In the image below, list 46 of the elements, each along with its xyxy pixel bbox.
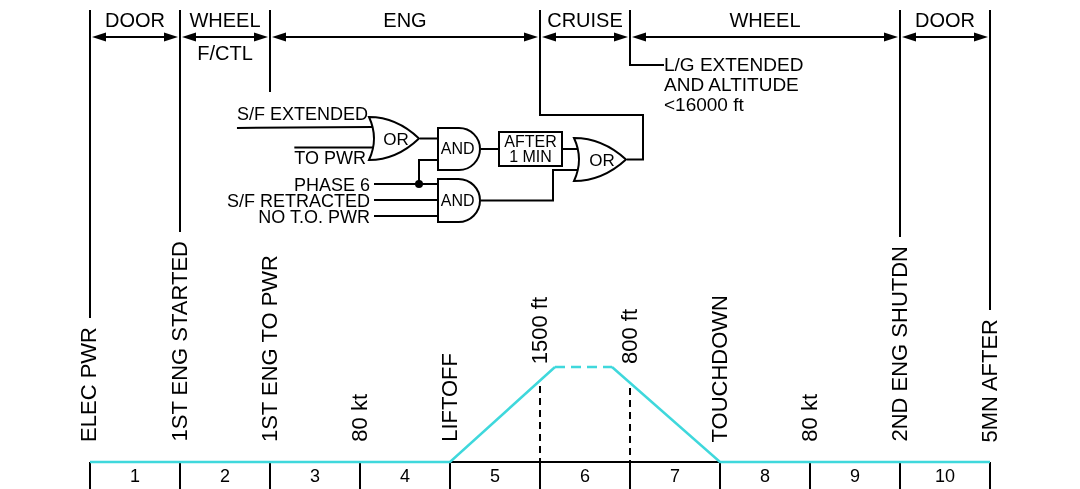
event-label: LIFTOFF <box>438 353 462 442</box>
event-label: 2ND ENG SHUTDN <box>888 246 912 442</box>
event-label: 1500 ft <box>528 297 552 365</box>
phase-label: F/CTL <box>197 42 253 64</box>
signal-label: S/F EXTENDED <box>236 103 368 128</box>
signal-line <box>373 199 438 201</box>
signal-label: NO T.O. PWR <box>258 208 374 225</box>
phase-number: 10 <box>935 466 956 486</box>
condition-label: L/G EXTENDED AND ALTITUDE <16000 ft <box>664 55 824 115</box>
event-label: 5MN AFTER <box>978 319 1002 443</box>
connector-line <box>629 9 665 66</box>
event-label: 800 ft <box>618 309 642 365</box>
gate-label: OR <box>383 129 409 148</box>
event-label: 1ST ENG STARTED <box>168 241 192 442</box>
phase-label: ENG <box>383 9 427 31</box>
phase-number: 8 <box>760 466 770 486</box>
event-label: 80 kt <box>348 394 372 442</box>
event-label: 1ST ENG TO PWR <box>258 255 282 443</box>
phase-number: 4 <box>400 466 410 486</box>
signal-line <box>480 148 499 150</box>
phase-number: 2 <box>220 466 230 486</box>
gate-label: OR <box>589 150 615 169</box>
delay-block: AFTER 1 MIN <box>498 131 563 167</box>
event-label: TOUCHDOWN <box>708 295 732 443</box>
gate-label: AND <box>440 140 475 158</box>
phase-label: CRUISE <box>547 9 623 31</box>
signal-label: PHASE 6 <box>293 176 374 193</box>
phase-number: 1 <box>130 466 140 486</box>
signal-line <box>373 215 438 217</box>
phase-number: 7 <box>670 466 680 486</box>
phase-label: WHEEL <box>729 9 801 31</box>
signal-line <box>373 183 438 185</box>
event-label: ELEC PWR <box>77 327 101 442</box>
signal-label: TO PWR <box>294 149 366 167</box>
phase-label: DOOR <box>915 9 975 31</box>
connector-line <box>539 9 644 161</box>
phase-number: 6 <box>580 466 590 486</box>
phase-number: 3 <box>310 466 320 486</box>
phase-number: 9 <box>850 466 860 486</box>
phase-number: 5 <box>490 466 500 486</box>
gate-label: AND <box>440 191 475 210</box>
phase-label: WHEEL <box>189 9 261 31</box>
event-label: 80 kt <box>798 394 822 442</box>
phase-label: DOOR <box>105 9 165 31</box>
signal-line <box>419 137 438 140</box>
signal-label: S/F RETRACTED <box>227 192 374 209</box>
